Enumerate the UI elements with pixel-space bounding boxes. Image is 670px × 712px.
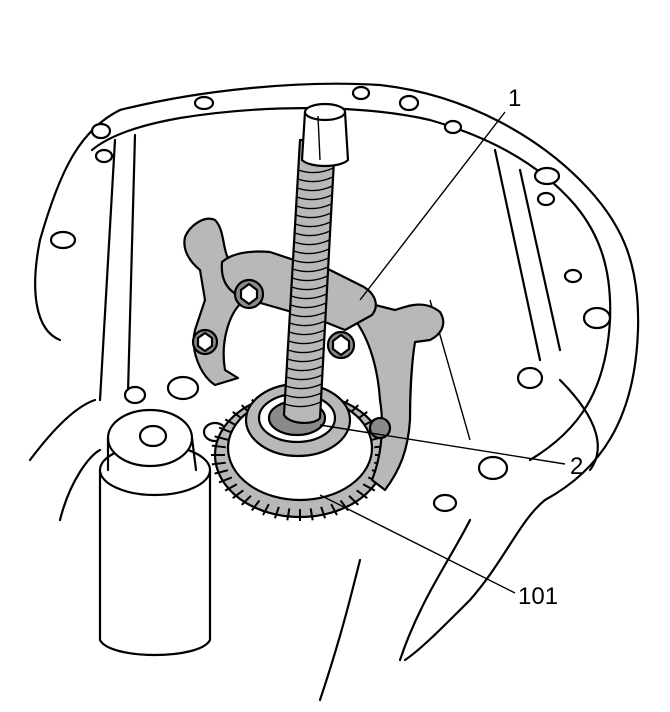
gear-tooth: [362, 483, 376, 492]
gear-tooth: [211, 444, 226, 449]
screw-thread: [285, 392, 322, 399]
housing-boss: [98, 408, 212, 657]
gear-tooth: [211, 461, 226, 466]
bolt-hole: [432, 493, 458, 513]
forcing-screw: [282, 102, 350, 424]
bolt-hole: [123, 385, 147, 405]
screw-threads: [284, 167, 334, 408]
gear-tooth: [273, 506, 280, 519]
screw-thread: [292, 257, 329, 264]
screw-thread: [293, 239, 330, 246]
bolt-hole: [49, 230, 77, 250]
gear-tooth: [286, 508, 291, 521]
bolt-hole: [166, 375, 200, 401]
right-jaw: [353, 298, 445, 492]
bolt-hole: [582, 306, 612, 330]
gear-tooth: [348, 495, 359, 506]
screw-thread: [297, 185, 333, 192]
screw-thread: [297, 176, 334, 183]
leader-line-1: [359, 111, 506, 301]
screw-thread: [289, 320, 326, 327]
bolt-hole: [351, 85, 371, 101]
gear-tooth: [224, 483, 238, 492]
screw-thread: [296, 203, 332, 210]
callout-2: 2: [570, 453, 583, 480]
screw-thread: [288, 329, 326, 336]
callout-101: 101: [518, 583, 558, 610]
bolt-hole: [94, 148, 114, 164]
screw-thread: [295, 212, 332, 219]
screw-thread: [298, 167, 334, 174]
screw-thread: [286, 365, 324, 372]
screw-thread: [286, 374, 323, 381]
screw-thread: [291, 284, 328, 291]
gear-tooth: [320, 506, 327, 519]
screw-thread: [289, 311, 326, 318]
gear-tooth: [309, 508, 314, 521]
gear-tooth: [356, 489, 368, 500]
gear-tooth: [214, 435, 229, 441]
screw-thread: [290, 293, 327, 300]
jaw-pivot-bolt-right: [368, 416, 392, 440]
screw-thread: [287, 347, 325, 354]
gear-tooth: [214, 469, 229, 475]
leader-line-2: [319, 424, 566, 465]
screw-thread: [288, 338, 325, 345]
gear-tooth: [218, 476, 233, 484]
gear-tooth: [330, 503, 338, 516]
gear-tooth: [218, 426, 233, 434]
callout-1: 1: [508, 85, 521, 112]
leader-lines: [319, 111, 566, 594]
bolt-hole: [533, 166, 561, 186]
gear-tooth: [262, 503, 270, 516]
bolt-hole: [443, 119, 463, 135]
screw-thread: [293, 248, 330, 255]
screw-thread: [290, 302, 327, 309]
callout-labels: 1 2 101: [508, 85, 583, 610]
bolt-hole: [398, 94, 420, 112]
gear-assembly: [211, 382, 389, 521]
puller-yoke: [191, 250, 392, 440]
bolt-hole: [477, 455, 509, 481]
screw-thread: [296, 194, 333, 201]
screw-thread: [287, 356, 324, 363]
bolt-hole: [563, 268, 583, 284]
screw-thread: [292, 266, 329, 273]
gear-tooth: [251, 499, 261, 512]
screw-hex-head: [300, 110, 350, 168]
flange-bolt-holes: [49, 85, 612, 513]
bolt-hole: [536, 191, 556, 207]
screw-thread: [284, 401, 322, 408]
gear-tooth: [232, 489, 244, 500]
screw-thread: [285, 383, 323, 390]
screw-thread: [294, 230, 331, 237]
bolt-hole: [516, 366, 544, 390]
leader-line-101: [319, 494, 516, 594]
screw-thread: [291, 275, 328, 282]
screw-thread: [294, 221, 331, 228]
gear-tooth: [241, 495, 252, 506]
bolt-hole: [193, 95, 215, 111]
bolt-hole: [90, 122, 112, 140]
